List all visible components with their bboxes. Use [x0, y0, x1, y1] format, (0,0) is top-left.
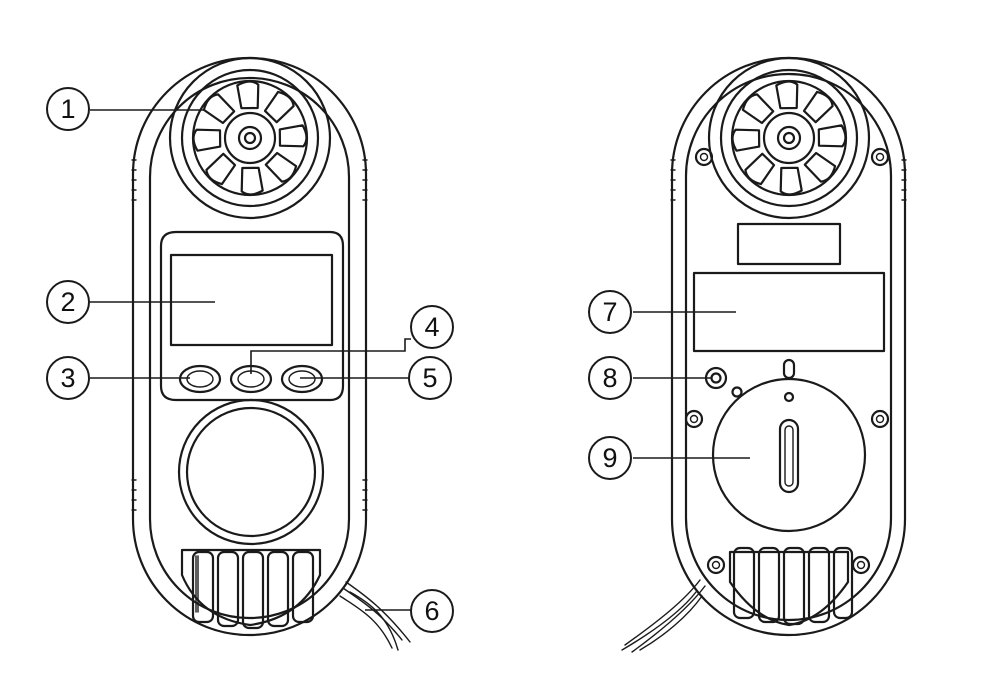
back-battery-cover[interactable] — [711, 358, 867, 533]
svg-text:2: 2 — [60, 287, 75, 317]
callout-6: 6 — [410, 589, 454, 633]
impeller-blade — [240, 166, 264, 196]
front-lcd-screen — [169, 253, 334, 347]
impeller-blade — [779, 166, 803, 196]
front-button-right[interactable] — [280, 364, 324, 394]
impeller-blade — [278, 124, 308, 148]
svg-text:7: 7 — [602, 297, 617, 327]
leader-4 — [250, 338, 411, 374]
callout-9: 9 — [588, 436, 632, 480]
impeller-blade — [202, 93, 236, 125]
back-reset-hole-inner — [710, 372, 722, 384]
front-button-left[interactable] — [178, 364, 222, 394]
front-sensor-inner — [185, 406, 317, 538]
callout-1: 1 — [46, 87, 90, 131]
callout-4: 4 — [410, 305, 454, 349]
svg-text:8: 8 — [602, 363, 617, 393]
impeller-blade — [744, 152, 776, 186]
svg-text:4: 4 — [424, 312, 439, 342]
impeller-blade — [192, 128, 222, 152]
callout-5: 5 — [408, 356, 452, 400]
back-vent-slots — [728, 546, 854, 627]
back-impeller — [707, 56, 871, 220]
svg-text:1: 1 — [60, 94, 75, 124]
front-lanyard — [339, 581, 411, 651]
svg-text:9: 9 — [602, 443, 617, 473]
impeller-blade — [236, 80, 260, 110]
impeller-blade — [775, 80, 799, 110]
impeller-blade — [263, 90, 295, 124]
callout-2: 2 — [46, 280, 90, 324]
impeller-blade — [817, 124, 847, 148]
back-lanyard — [621, 579, 706, 653]
impeller-blade — [205, 152, 237, 186]
impeller-blade — [264, 151, 298, 183]
svg-text:5: 5 — [422, 363, 437, 393]
impeller-blade — [741, 93, 775, 125]
back-body-inner — [684, 72, 893, 622]
svg-text:6: 6 — [424, 596, 439, 626]
svg-text:3: 3 — [60, 363, 75, 393]
front-body-inner — [148, 76, 351, 620]
callout-8: 8 — [588, 356, 632, 400]
back-view — [621, 56, 907, 653]
leader-lines — [90, 109, 750, 611]
back-small-label — [736, 222, 842, 266]
callout-7: 7 — [588, 290, 632, 334]
back-grip-ridges — [670, 159, 907, 201]
callout-3: 3 — [46, 356, 90, 400]
front-sensor-outer — [177, 398, 325, 546]
front-grip-ridges — [131, 159, 368, 511]
impeller-blade — [802, 90, 834, 124]
back-small-port — [731, 386, 743, 398]
impeller-blade — [731, 128, 761, 152]
front-display-bezel — [159, 230, 345, 402]
front-impeller — [168, 56, 332, 220]
impeller-blade — [803, 151, 837, 183]
front-view — [131, 56, 411, 651]
front-vent-slots — [180, 548, 322, 630]
